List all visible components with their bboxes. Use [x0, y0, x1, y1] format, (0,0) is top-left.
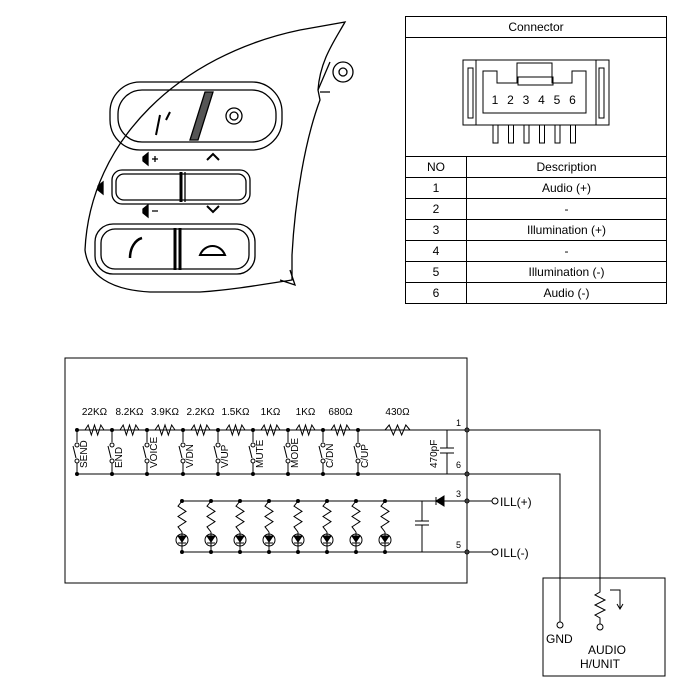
switch: [107, 445, 112, 459]
switch-label: MODE: [290, 438, 301, 468]
resistor: [119, 423, 140, 437]
connector-image-cell: [405, 37, 667, 157]
schematic: [64, 357, 666, 677]
resistor: [225, 423, 246, 437]
switch-label: V/DN: [185, 444, 196, 468]
switch-contact: [144, 442, 150, 448]
audio-unit-label: H/UNIT: [580, 657, 621, 671]
switch-label: C/UP: [360, 444, 371, 468]
switch-contact: [320, 442, 326, 448]
resistor-value: 2.2KΩ: [186, 407, 215, 418]
pin-no: 5: [405, 261, 467, 283]
resistor-value: 8.2KΩ: [115, 407, 144, 418]
led-resistor: [264, 500, 274, 533]
led-resistor: [322, 500, 332, 533]
switch-label: MUTE: [255, 439, 266, 468]
led-resistor: [293, 500, 303, 533]
switch: [283, 445, 288, 459]
pin-description: Audio (+): [466, 177, 667, 199]
switch-contact: [355, 442, 361, 448]
led-resistor: [206, 500, 216, 533]
pin-description: Illumination (-): [466, 261, 667, 283]
resistor: [295, 423, 316, 437]
switch: [72, 445, 77, 459]
switch-contact: [109, 442, 115, 448]
connector-title: Connector: [405, 16, 667, 38]
switch-contact: [285, 442, 291, 448]
resistor-value: 1KΩ: [296, 407, 316, 418]
led-resistor: [177, 500, 187, 533]
pin-no: 6: [405, 282, 467, 304]
resistor-value: 1.5KΩ: [221, 407, 250, 418]
capacitor-label: 470pF: [429, 440, 440, 468]
switch: [318, 445, 323, 459]
pin-no: 3: [405, 219, 467, 241]
audio-unit-label: AUDIO: [588, 643, 626, 657]
resistor: [190, 423, 211, 437]
pin-no: 2: [405, 198, 467, 220]
resistor: [330, 423, 351, 437]
led-resistor: [235, 500, 245, 533]
pin-description: Audio (-): [466, 282, 667, 304]
led-resistor: [380, 500, 390, 533]
pin-no: 1: [405, 177, 467, 199]
resistor-value: 680Ω: [328, 407, 353, 418]
switch-contact: [180, 442, 186, 448]
col-description: Description: [466, 156, 667, 178]
terminal-number: 3: [456, 489, 461, 499]
gnd-label: GND: [546, 632, 573, 646]
switch: [213, 445, 218, 459]
table-row: 4-: [405, 240, 667, 262]
pin-no: 4: [405, 240, 467, 262]
switch: [178, 445, 183, 459]
switch-contact: [250, 442, 256, 448]
pin-description: Illumination (+): [466, 219, 667, 241]
switch-label: V/UP: [220, 444, 231, 468]
switch-label: SEND: [79, 440, 90, 468]
resistor-value: 1KΩ: [261, 407, 281, 418]
switch: [142, 445, 147, 459]
switch-label: C/DN: [325, 444, 336, 468]
pin-description: -: [466, 198, 667, 220]
resistor: [154, 423, 176, 437]
terminal-number: 6: [456, 460, 461, 470]
ill-plus-label: ILL(+): [500, 495, 532, 509]
resistor-value: 3.9KΩ: [151, 407, 180, 418]
switch: [353, 445, 358, 459]
resistor: [84, 423, 105, 437]
resistor: [384, 423, 411, 437]
table-row: 2-: [405, 198, 667, 220]
resistor-value: 430Ω: [385, 407, 410, 418]
resistor: [260, 423, 281, 437]
col-no: NO: [405, 156, 467, 178]
switch: [248, 445, 253, 459]
switch-label: END: [114, 447, 125, 468]
terminal-number: 1: [456, 418, 461, 428]
led-resistor: [351, 500, 361, 533]
pin-description: -: [466, 240, 667, 262]
switch-contact: [215, 442, 221, 448]
ill-minus-label: ILL(-): [500, 546, 529, 560]
switch-label: VOICE: [149, 437, 160, 468]
terminal-number: 5: [456, 540, 461, 550]
resistor-value: 22KΩ: [82, 407, 108, 418]
switch-contact: [74, 442, 80, 448]
